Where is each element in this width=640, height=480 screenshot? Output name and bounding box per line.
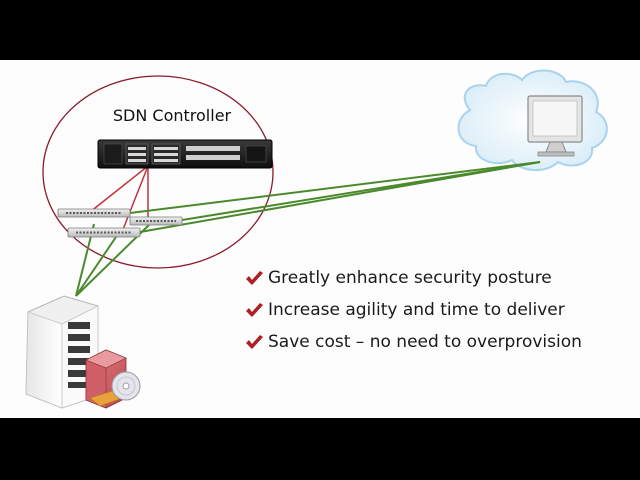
disc-icon bbox=[111, 371, 141, 401]
cloud-desktop-icon bbox=[457, 69, 608, 171]
benefit-text: Save cost – no need to overprovision bbox=[268, 332, 582, 352]
network-switch-icon bbox=[129, 216, 183, 226]
network-diagram: SDN Controller bbox=[25, 69, 608, 409]
data-link bbox=[175, 161, 541, 222]
tower-server-icon bbox=[25, 295, 99, 409]
slide: SDN Controller bbox=[0, 60, 640, 418]
benefit-text: Greatly enhance security posture bbox=[268, 268, 552, 288]
data-link bbox=[129, 161, 541, 214]
benefit-item: Save cost – no need to overprovision bbox=[244, 326, 634, 358]
software-box-icon bbox=[85, 349, 141, 409]
data-link bbox=[75, 233, 119, 297]
benefit-item: Greatly enhance security posture bbox=[244, 262, 634, 294]
controller-domain-ellipse bbox=[42, 75, 274, 269]
desktop-monitor-icon bbox=[527, 95, 583, 157]
controller-link bbox=[121, 165, 149, 233]
checkmark-icon bbox=[246, 303, 263, 317]
benefit-item: Increase agility and time to deliver bbox=[244, 294, 634, 326]
checkmark-icon bbox=[246, 271, 263, 285]
rack-server-icon bbox=[97, 139, 273, 169]
controller-link bbox=[89, 165, 149, 213]
network-switch-icon bbox=[67, 227, 141, 238]
network-switch-icon bbox=[57, 208, 131, 218]
checkmark-icon bbox=[246, 335, 263, 349]
controller-label: SDN Controller bbox=[113, 106, 232, 125]
benefit-text: Increase agility and time to deliver bbox=[268, 300, 565, 320]
benefit-list: Greatly enhance security posture Increas… bbox=[244, 262, 634, 358]
